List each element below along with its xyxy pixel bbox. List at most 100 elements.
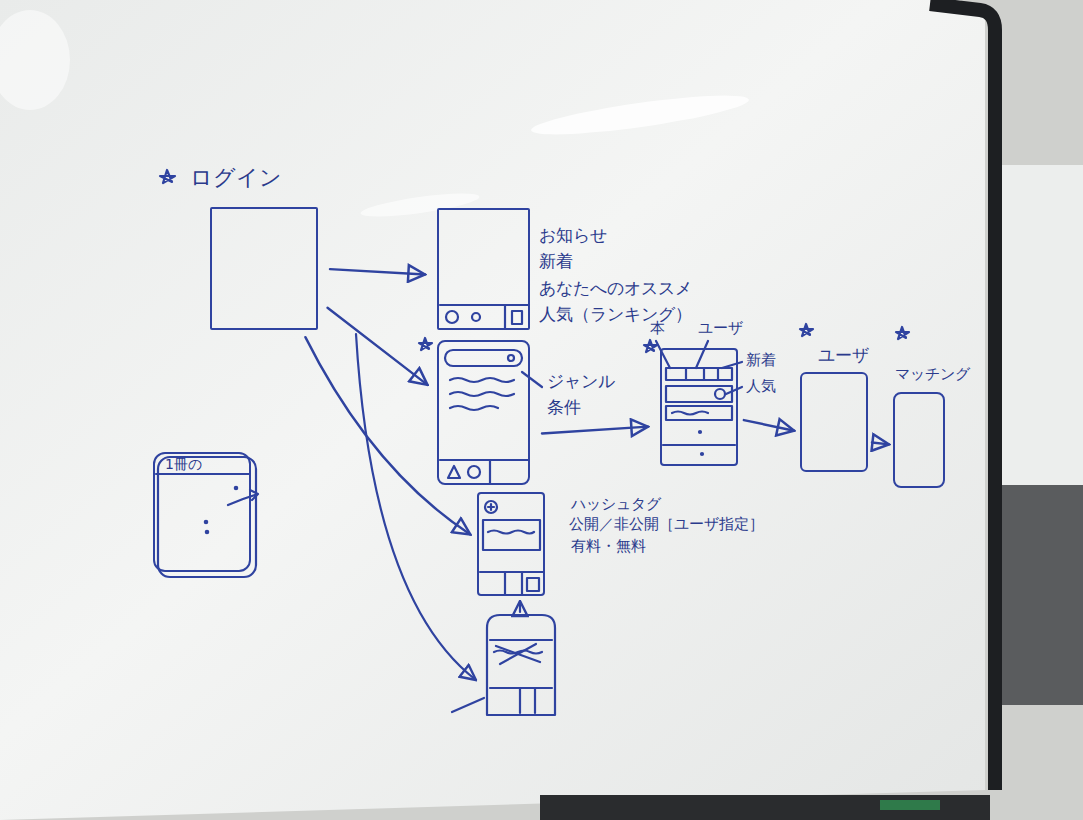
- flow-arrow: [328, 308, 428, 385]
- tab-bar: [440, 304, 528, 306]
- scribble: [450, 406, 498, 410]
- tab-icon: [446, 311, 458, 323]
- screen-note: 条件: [547, 398, 581, 418]
- dot: [206, 531, 208, 533]
- scribble: [452, 698, 484, 712]
- screen-title: 1冊の: [165, 456, 202, 472]
- star-mark: [160, 170, 175, 183]
- screen-note: ジャンル: [547, 372, 615, 392]
- dot: [699, 431, 701, 433]
- tab-row: [666, 368, 732, 380]
- tab-icon: [472, 313, 480, 321]
- screen-note: 公開／非公開［ユーザ指定］: [569, 516, 764, 533]
- scribble-arrow: [228, 490, 258, 505]
- board-surface: [0, 0, 985, 820]
- dot: [235, 487, 237, 489]
- flow-arrow: [744, 420, 794, 431]
- tab-divider: [504, 573, 506, 594]
- leader-line: [722, 362, 742, 368]
- result-icon: [715, 389, 725, 399]
- scribble: [496, 644, 540, 664]
- tab-divider: [534, 689, 536, 713]
- header-line: [490, 639, 552, 641]
- tab-divider: [521, 573, 523, 594]
- plus-icon: [485, 501, 497, 513]
- screen-note: 有料・無料: [571, 538, 646, 555]
- marker: [880, 800, 940, 810]
- tab-icon: [448, 466, 460, 478]
- scribble: [488, 531, 534, 534]
- glare: [359, 189, 480, 222]
- flow-arrow: [542, 427, 648, 434]
- tab-divider: [717, 368, 719, 380]
- tab-icon: [527, 578, 539, 591]
- dot: [701, 453, 703, 455]
- screen-note: あなたへのオススメ: [539, 279, 692, 299]
- tab-icon: [512, 311, 522, 324]
- result-row: [666, 386, 732, 402]
- login-screen: ログイン: [210, 207, 318, 330]
- scribble: [450, 392, 514, 396]
- tab-divider: [489, 461, 491, 483]
- scribble: [450, 378, 514, 382]
- board-frame: [930, 4, 995, 790]
- star-mark: [644, 340, 657, 352]
- flow-arrow: [872, 442, 889, 444]
- flow-arrow: [519, 601, 521, 612]
- result-row: [666, 406, 732, 420]
- user-screen: ユーザ: [800, 372, 868, 472]
- tab-divider: [685, 368, 687, 380]
- home-screen: お知らせ新着あなたへのオススメ人気（ランキング）: [437, 208, 530, 330]
- results-screen: 本ユーザ新着人気: [660, 348, 738, 466]
- part-note: 新着: [746, 352, 776, 369]
- phone-sketch: [487, 615, 555, 715]
- screen-note: ハッシュタグ: [571, 496, 661, 513]
- tab-bar: [480, 571, 543, 573]
- search-bar: [445, 350, 522, 366]
- glare: [0, 10, 70, 110]
- glare: [529, 88, 750, 142]
- tab-divider: [703, 368, 705, 380]
- star-mark: [896, 327, 909, 339]
- flow-arrow: [330, 269, 425, 274]
- tab-bar: [663, 444, 735, 446]
- dot: [205, 521, 207, 523]
- tab-divider: [519, 689, 521, 713]
- screen-note: お知らせ: [539, 226, 607, 246]
- flow-arrow: [356, 334, 476, 680]
- star-mark: [419, 338, 432, 350]
- tab-icon: [468, 466, 480, 478]
- radiator: [995, 485, 1083, 705]
- input-area: [483, 520, 540, 550]
- tab-bar: [440, 459, 528, 461]
- plus-icon: [490, 504, 492, 510]
- screen-title: ユーザ: [818, 346, 869, 366]
- search-screen: ジャンル条件: [437, 340, 530, 485]
- header-line: [156, 473, 249, 475]
- star-mark: [800, 324, 813, 336]
- book-screen: 1冊の: [153, 452, 251, 572]
- flow-arrow: [305, 337, 470, 534]
- leader-line: [726, 387, 742, 394]
- screen-note: 新着: [539, 252, 573, 272]
- leader-line: [522, 372, 542, 387]
- second-board: [995, 165, 1083, 485]
- leader-line: [696, 341, 708, 368]
- scribble: [672, 412, 708, 415]
- leader-line: [656, 341, 670, 368]
- part-note: 本: [650, 320, 665, 337]
- search-icon: [508, 355, 514, 361]
- matching-screen: マッチング: [893, 392, 945, 488]
- part-note: ユーザ: [698, 320, 743, 337]
- post-screen: ハッシュタグ公開／非公開［ユーザ指定］有料・無料: [477, 492, 545, 596]
- tab-divider: [504, 306, 506, 328]
- part-note: 人気: [746, 378, 776, 395]
- screen-title: ログイン: [190, 165, 282, 190]
- screen-title: マッチング: [895, 366, 970, 383]
- marker-tray: [540, 795, 990, 820]
- screen-note: 人気（ランキング）: [539, 305, 692, 325]
